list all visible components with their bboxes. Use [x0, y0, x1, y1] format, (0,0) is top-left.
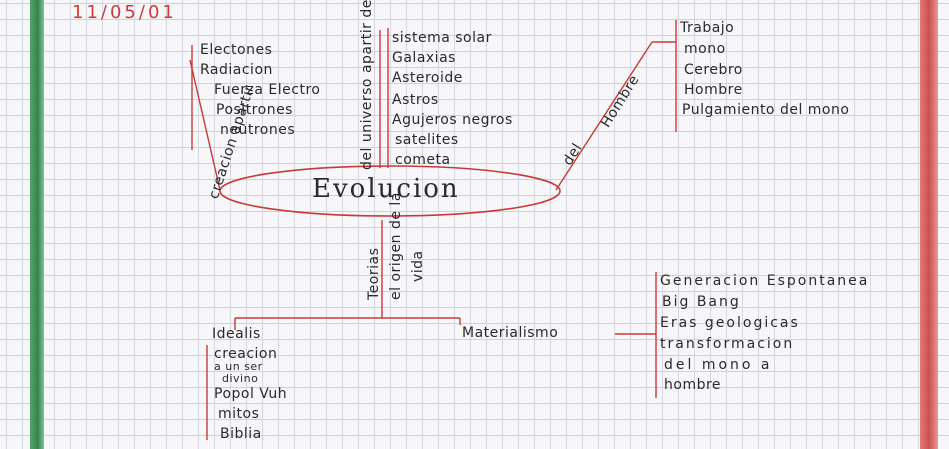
creacion-item: neutrones — [220, 122, 296, 138]
idealis-item: divino — [222, 372, 259, 385]
universo-item: Astros — [392, 92, 439, 108]
branch-label-origen-1: Teorias — [366, 247, 382, 300]
creacion-item: Radiacion — [200, 62, 273, 78]
universo-item: sistema solar — [392, 30, 492, 46]
idealis-item: a un ser — [214, 360, 263, 373]
branch-label-origen-3: vida — [410, 250, 426, 282]
hombre-item: mono — [684, 41, 726, 57]
date-label: 11/05/01 — [72, 2, 177, 23]
center-ellipse — [219, 165, 561, 217]
universo-item: Galaxias — [392, 50, 456, 66]
creacion-item: Positrones — [216, 102, 293, 118]
materialismo-item: Generacion Espontanea — [660, 273, 870, 289]
materialismo-item: hombre — [664, 377, 722, 393]
materialismo-item: Big Bang — [662, 294, 741, 310]
materialismo-item: del mono a — [664, 357, 773, 373]
idealis-label: Idealis — [212, 326, 261, 342]
center-title: Evolucion — [312, 174, 460, 204]
creacion-item: Electones — [200, 42, 273, 58]
creacion-item: Fuerza Electro — [214, 82, 321, 98]
red-margin-stripe — [920, 0, 938, 449]
universo-item: cometa — [395, 152, 451, 168]
idealis-item: mitos — [218, 406, 260, 422]
idealis-item: creacion — [214, 346, 278, 362]
materialismo-item: transformacion — [660, 336, 795, 352]
green-margin-stripe — [30, 0, 44, 449]
universo-item: satelites — [395, 132, 459, 148]
hombre-item: Hombre — [684, 82, 743, 98]
idealis-item: Popol Vuh — [214, 386, 288, 402]
universo-item: Asteroide — [392, 70, 463, 86]
idealis-item: Biblia — [220, 426, 262, 442]
hombre-item: Trabajo — [680, 20, 735, 36]
universo-item: Agujeros negros — [392, 112, 513, 128]
branch-label-universo: del universo apartir del big — [359, 0, 375, 170]
branch-label-origen-2: el origen de la — [388, 192, 404, 300]
materialismo-label: Materialismo — [462, 325, 559, 341]
materialismo-item: Eras geologicas — [660, 315, 800, 331]
hombre-item: Cerebro — [684, 62, 743, 78]
hombre-item: Pulgamiento del mono — [682, 102, 850, 118]
